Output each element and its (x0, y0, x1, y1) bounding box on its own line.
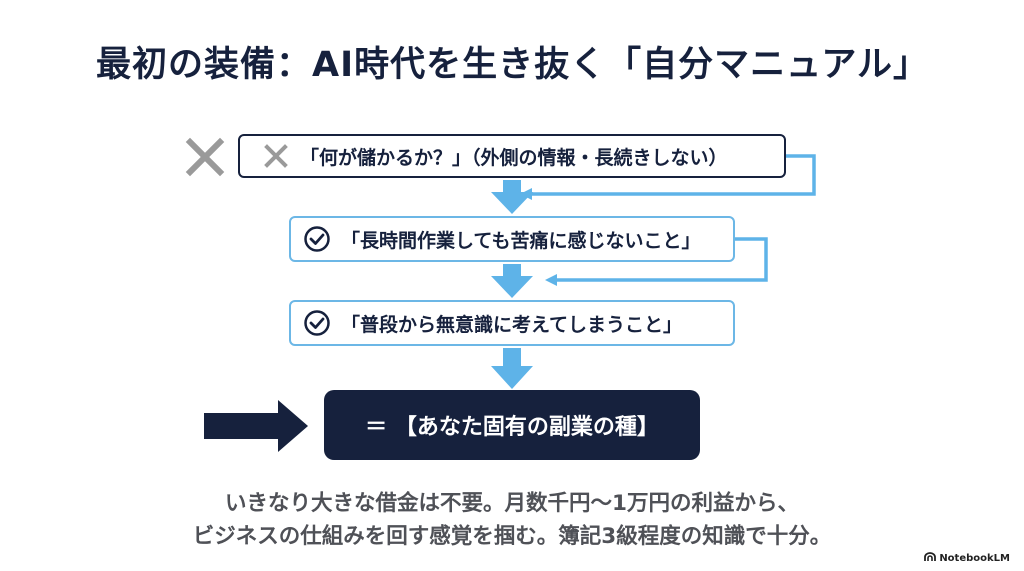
bypass-line-1 (530, 154, 816, 196)
notebooklm-logo-icon (924, 552, 937, 565)
check-circle-icon (303, 309, 331, 337)
check-circle-icon (303, 225, 331, 253)
bypass-arrowhead-2 (545, 274, 557, 286)
bypass-line-2 (555, 237, 768, 282)
footer-line-2: ビジネスの仕組みを回す感覚を掴む。簿記3級程度の知識で十分。 (192, 524, 832, 549)
step-text: 「普段から無意識に考えてしまうこと」 (341, 313, 683, 336)
down-arrow-2 (491, 264, 533, 298)
brand-label: NotebookLM (939, 553, 1010, 564)
right-arrow (204, 400, 308, 452)
step-box-no-pain: 「長時間作業しても苦痛に感じないこと」 (289, 216, 735, 262)
down-arrow-1 (491, 180, 533, 214)
cross-icon (262, 142, 290, 170)
slide-title: 最初の装備：AI時代を生き抜く「自分マニュアル」 (96, 45, 930, 85)
notebooklm-brand: NotebookLM (924, 552, 1010, 565)
result-box: ＝ 【あなた固有の副業の種】 (324, 390, 700, 460)
footer-line-1: いきなり大きな借金は不要。月数千円〜1万円の利益から、 (225, 491, 799, 516)
step-box-outside-info: 「何が儲かるか？」（外側の情報・長続きしない） (238, 134, 786, 178)
large-cross-icon (185, 137, 225, 177)
step-box-unconscious: 「普段から無意識に考えてしまうこと」 (289, 300, 735, 346)
step-text: 「長時間作業しても苦痛に感じないこと」 (341, 229, 701, 252)
down-arrow-3 (491, 348, 533, 389)
step-text: 「何が儲かるか？」（外側の情報・長続きしない） (300, 146, 728, 169)
